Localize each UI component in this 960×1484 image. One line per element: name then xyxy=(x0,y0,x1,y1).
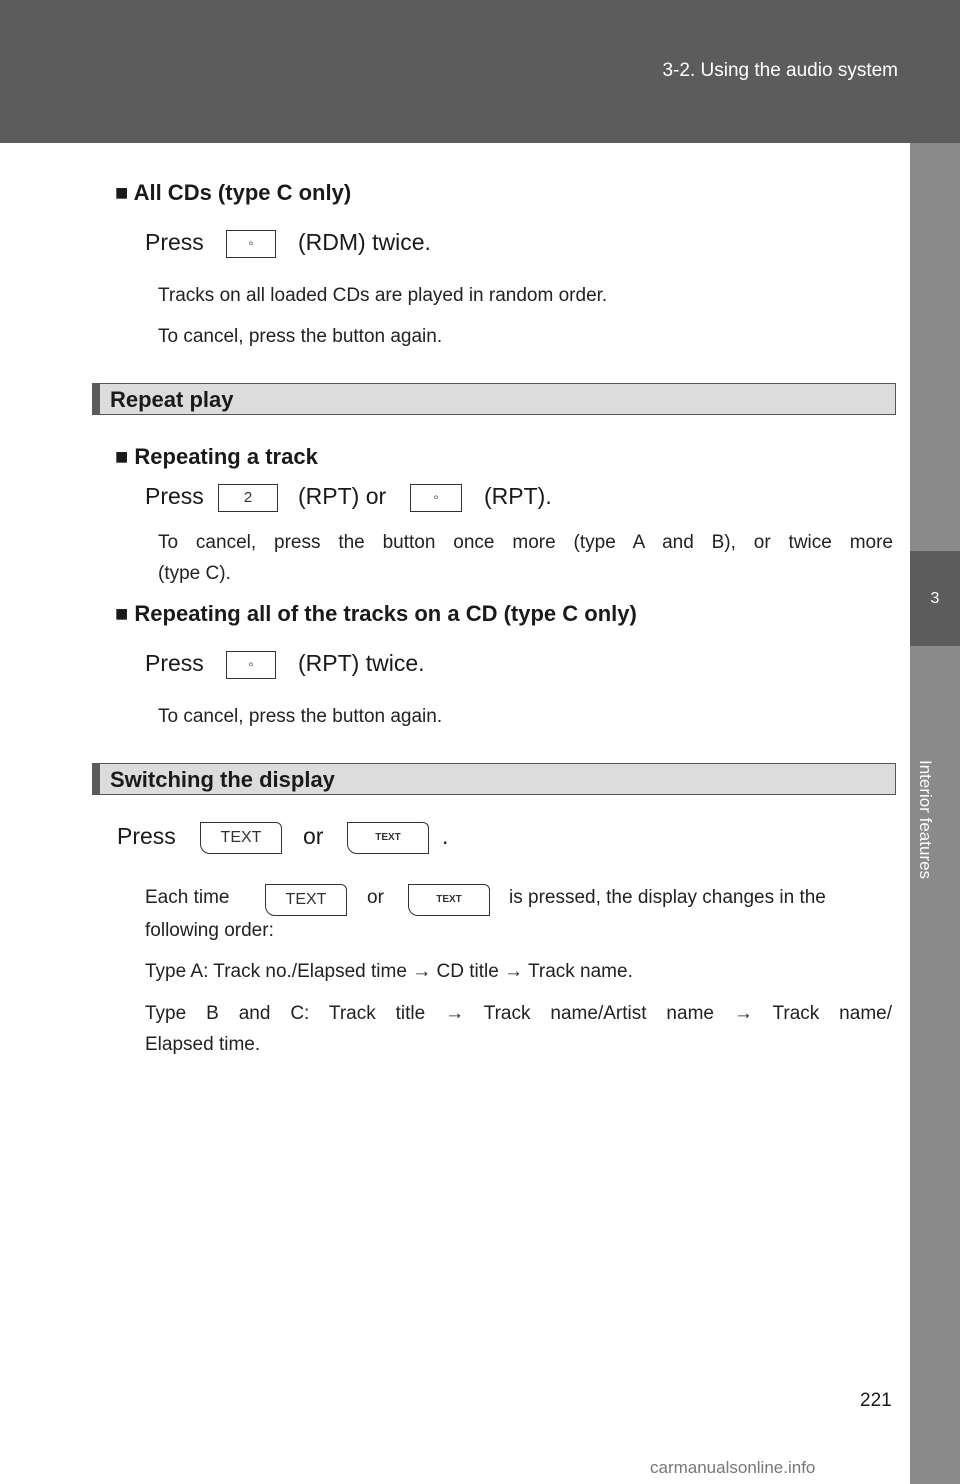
type-a-order: Type A: Track no./Elapsed time → CD titl… xyxy=(145,961,633,982)
text-button-alt: TEXT xyxy=(347,822,429,854)
display-or: or xyxy=(303,823,324,849)
rdm-button: ◦ xyxy=(226,230,276,258)
type-bc-order-line1: Type B and C: Track title → Track name/A… xyxy=(145,1003,892,1024)
text-button: TEXT xyxy=(200,822,282,854)
repeat-cancel-line2: (type C). xyxy=(158,563,231,584)
side-tab-bottom xyxy=(910,646,960,1484)
display-press: Press xyxy=(117,823,176,849)
repeat-middle: (RPT) or xyxy=(298,483,387,509)
watermark: carmanualsonline.info xyxy=(650,1458,816,1477)
repeat-all-heading: ■ Repeating all of the tracks on a CD (t… xyxy=(115,601,637,626)
page-number: 221 xyxy=(860,1390,892,1411)
section-repeat-play: Repeat play xyxy=(92,383,896,415)
each-time-or: or xyxy=(367,887,384,908)
header-title: 3-2. Using the audio system xyxy=(662,60,898,81)
type-bc-order-line2: Elapsed time. xyxy=(145,1034,261,1055)
text-button-alt-inline: TEXT xyxy=(408,884,490,916)
rpt-button: ◦ xyxy=(410,484,462,512)
repeat-all-cancel: To cancel, press the button again. xyxy=(158,706,443,727)
page-header: 3-2. Using the audio system xyxy=(0,0,960,143)
section-switching-display: Switching the display xyxy=(92,763,896,795)
following-order: following order: xyxy=(145,920,274,941)
all-cds-heading: ■ All CDs (type C only) xyxy=(115,180,352,205)
side-tab-top xyxy=(910,143,960,551)
all-cds-line2: To cancel, press the button again. xyxy=(158,326,443,347)
chapter-label: Interior features xyxy=(916,760,935,880)
repeat-all-press: Press xyxy=(145,650,204,676)
rpt-all-button: ◦ xyxy=(226,651,276,679)
is-pressed: is pressed, the display changes in the xyxy=(509,887,826,908)
chapter-number: 3 xyxy=(910,551,960,646)
each-time: Each time xyxy=(145,887,230,908)
all-cds-after: (RDM) twice. xyxy=(298,229,431,255)
all-cds-press: Press xyxy=(145,229,204,255)
text-button-inline: TEXT xyxy=(265,884,347,916)
repeat-track-heading: ■ Repeating a track xyxy=(115,444,318,469)
all-cds-line1: Tracks on all loaded CDs are played in r… xyxy=(158,285,608,306)
display-end: . xyxy=(442,823,449,849)
repeat-after: (RPT). xyxy=(484,483,552,509)
button-2: 2 xyxy=(218,484,278,512)
repeat-cancel-line1: To cancel, press the button once more (t… xyxy=(158,532,893,553)
repeat-all-after: (RPT) twice. xyxy=(298,650,425,676)
repeat-press: Press xyxy=(145,483,204,509)
